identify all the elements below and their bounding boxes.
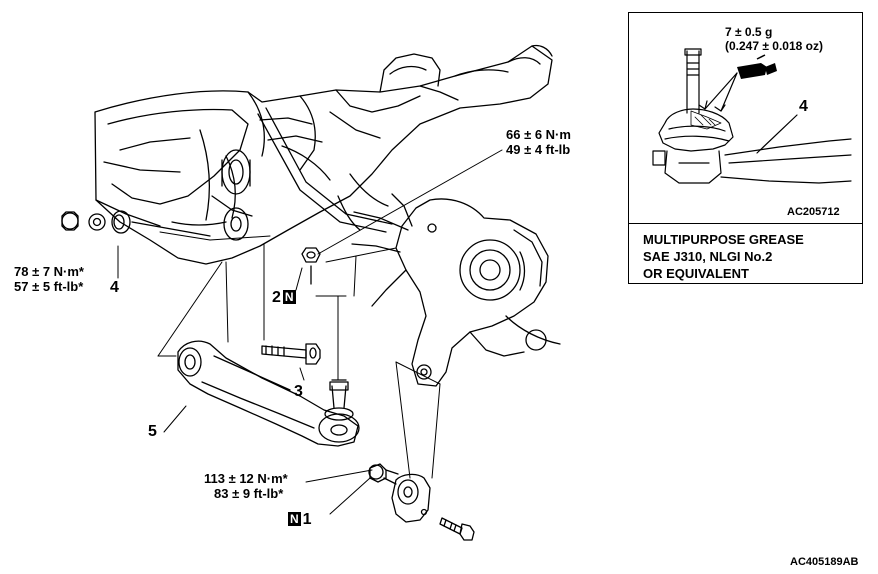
inset-divider — [629, 223, 862, 224]
torque-label-top-nm: 66 ± 6 N·m — [506, 127, 571, 142]
new-part-badge: N — [288, 512, 301, 526]
inset-drawing — [652, 48, 852, 184]
grease-spec: MULTIPURPOSE GREASE SAE J310, NLGI No.2 … — [643, 231, 804, 282]
callout-5: 5 — [148, 423, 157, 440]
callout-4: 4 — [110, 279, 119, 296]
guide-lines — [157, 231, 441, 479]
leader-lines — [117, 149, 503, 515]
grease-amount-oz: (0.247 ± 0.018 oz) — [725, 39, 823, 53]
torque-label-bottom-nm: 113 ± 12 N·m* — [204, 471, 288, 486]
grease-detail-inset: 7 ± 0.5 g (0.247 ± 0.018 oz) 4 AC205712 … — [628, 12, 863, 284]
torque-label-left-nm: 78 ± 7 N·m* — [14, 264, 84, 279]
left-bolt-parts — [61, 210, 211, 237]
figure-code: AC405189AB — [790, 556, 859, 568]
inset-figure-code: AC205712 — [787, 206, 840, 218]
link-rod — [257, 113, 387, 233]
lower-arm-5 — [177, 340, 360, 447]
grease-amount-g: 7 ± 0.5 g — [725, 25, 773, 39]
knuckle-hub — [337, 173, 561, 387]
bolt-3 — [261, 343, 321, 365]
grease-spec-line3: OR EQUIVALENT — [643, 266, 749, 281]
torque-label-left-ft: 57 ± 5 ft-lb* — [14, 279, 84, 294]
grease-spec-line1: MULTIPURPOSE GREASE — [643, 232, 804, 247]
callout-3: 3 — [294, 383, 303, 400]
nut-2 — [301, 247, 321, 285]
torque-label-top-ft: 49 ± 4 ft-lb — [506, 142, 571, 157]
grease-gun-icon — [737, 54, 777, 79]
torque-label-bottom-ft: 83 ± 9 ft-lb* — [214, 486, 284, 501]
inset-callout-4: 4 — [799, 98, 808, 115]
new-part-badge: N — [282, 290, 296, 304]
subframe — [94, 44, 553, 265]
grease-spec-line2: SAE J310, NLGI No.2 — [643, 249, 773, 264]
lower-bushing-1 — [368, 463, 475, 541]
